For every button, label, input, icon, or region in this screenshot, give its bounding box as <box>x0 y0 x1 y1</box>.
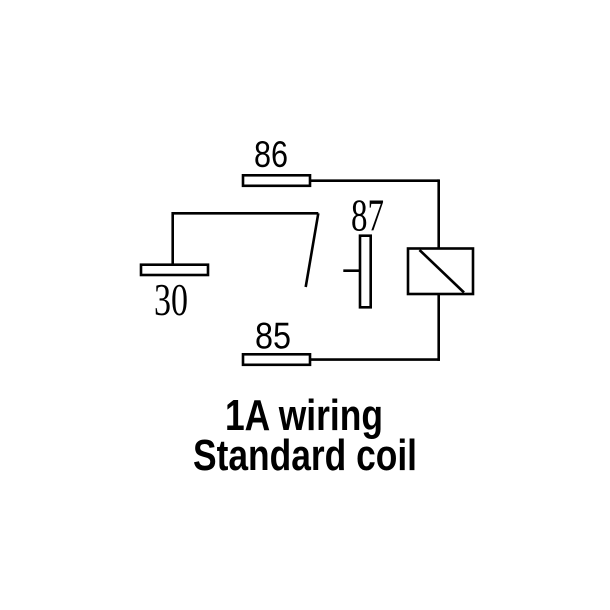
terminal-86-pin <box>241 174 312 188</box>
terminal-85-pin <box>241 352 312 367</box>
relay-coil-diagonal <box>418 249 465 294</box>
terminal-86-label: 86 <box>254 134 288 175</box>
switch-armature <box>304 213 320 288</box>
terminal-87-label: 87 <box>351 190 384 241</box>
caption-line-2: Standard coil <box>193 431 417 480</box>
terminal-85-label: 85 <box>255 316 291 357</box>
wire-terminal-30-to-switch <box>171 212 319 265</box>
terminal-30-pin <box>139 263 210 277</box>
contact-87-bar <box>358 234 372 309</box>
terminal-30-label: 30 <box>154 274 188 325</box>
caption-line-1: 1A wiring <box>225 391 383 440</box>
